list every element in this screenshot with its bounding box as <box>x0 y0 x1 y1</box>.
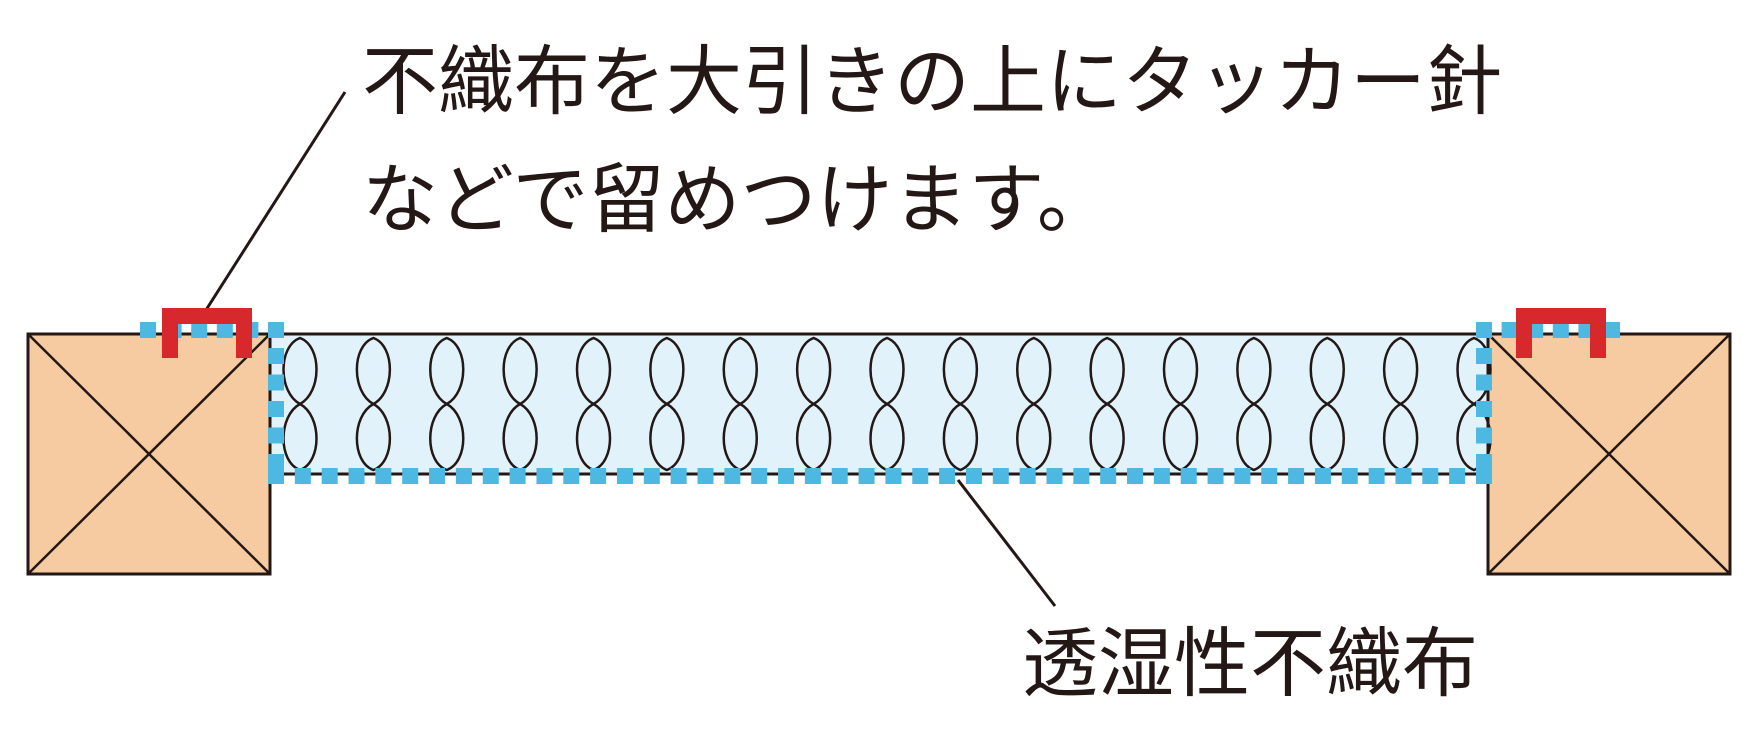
fabric-dot <box>268 401 284 417</box>
fabric-dot <box>268 374 284 391</box>
fabric-dot <box>778 468 795 484</box>
fabric-dot <box>375 468 392 484</box>
fabric-dot <box>321 468 338 484</box>
fabric-dot <box>1180 468 1197 484</box>
fabric-dot <box>563 468 580 484</box>
bottom-leader-line <box>956 479 1057 607</box>
fabric-dot <box>509 468 526 484</box>
fabric-dot <box>992 468 1009 484</box>
fabric-dot <box>858 468 875 484</box>
left-joist-cross-b <box>27 333 271 575</box>
fabric-dot <box>643 468 660 484</box>
insulation-lobe <box>649 336 685 472</box>
insulation-body <box>268 332 1490 476</box>
fabric-dot <box>1476 374 1492 391</box>
right-joist <box>1486 332 1732 576</box>
fabric-dot <box>939 468 956 484</box>
fabric-dot <box>268 454 284 470</box>
insulation-lobe <box>1162 336 1199 472</box>
fabric-dot <box>831 468 848 484</box>
fabric-dot <box>268 468 284 484</box>
top-leader-line <box>204 91 347 311</box>
fabric-dot <box>268 348 284 364</box>
fabric-dot <box>912 468 929 484</box>
fabric-dot <box>697 468 714 484</box>
fabric-dot <box>1073 468 1090 484</box>
left-joist <box>26 332 272 576</box>
fabric-dot <box>1207 468 1224 484</box>
fabric-dot <box>191 322 208 338</box>
fabric-dot <box>1476 427 1492 444</box>
fabric-dot <box>1476 454 1492 470</box>
fabric-dot <box>885 468 902 484</box>
fabric-dot <box>804 468 821 484</box>
fabric-dot <box>1153 468 1170 484</box>
fabric-dot <box>1046 468 1063 484</box>
fabric-dot <box>1100 468 1117 484</box>
fabric-dot <box>268 322 284 338</box>
staple-icon <box>1516 308 1606 358</box>
fabric-dot <box>1341 468 1358 484</box>
fabric-dot <box>482 468 499 484</box>
fabric-dot <box>1449 468 1466 484</box>
fabric-dot <box>724 468 741 484</box>
fabric-dot <box>1234 468 1251 484</box>
staple-icon <box>162 308 252 358</box>
right-joist-cross-b <box>1487 333 1731 575</box>
insulation-lobe <box>1236 336 1272 472</box>
fabric-dot <box>590 468 607 484</box>
fabric-dot <box>429 468 446 484</box>
fabric-dot <box>1395 468 1412 484</box>
top-annotation-line-1: 不織布を大引きの上にタッカー針 <box>362 37 1502 126</box>
fabric-dot <box>1019 468 1036 484</box>
fabric-dot <box>348 468 365 484</box>
fabric-dot <box>268 427 284 444</box>
insulation-lobe <box>942 336 979 472</box>
fabric-dot <box>616 468 633 484</box>
fabric-dot <box>1476 348 1492 364</box>
fabric-dot <box>536 468 553 484</box>
breathable-fabric-outline <box>140 322 1620 484</box>
fabric-dot <box>1288 468 1305 484</box>
fabric-dot <box>294 468 311 484</box>
fabric-dot <box>1368 468 1385 484</box>
insulation-lobe <box>355 336 392 472</box>
fabric-dot <box>1476 401 1492 417</box>
insulation-lobe <box>429 336 465 472</box>
top-annotation-line-2: などで留めつけます。 <box>362 155 1113 244</box>
fabric-dot <box>1476 468 1492 484</box>
fabric-dot <box>402 468 419 484</box>
fabric-dot <box>1476 322 1492 338</box>
fabric-dot <box>1314 468 1331 484</box>
fabric-dot <box>455 468 472 484</box>
fabric-dot <box>1261 468 1278 484</box>
fabric-dot <box>140 322 156 338</box>
right-staple <box>1516 308 1606 358</box>
fabric-dot <box>670 468 687 484</box>
fabric-dot <box>965 468 982 484</box>
left-staple <box>162 308 252 358</box>
fabric-dot <box>1501 322 1518 338</box>
fabric-dot <box>751 468 768 484</box>
bottom-label: 透湿性不織布 <box>1022 619 1478 708</box>
fabric-dot <box>1127 468 1144 484</box>
fabric-dot <box>1422 468 1439 484</box>
fabric-dot <box>1552 322 1569 338</box>
fabric-dot <box>216 322 233 338</box>
fabric-dot <box>1604 322 1620 338</box>
